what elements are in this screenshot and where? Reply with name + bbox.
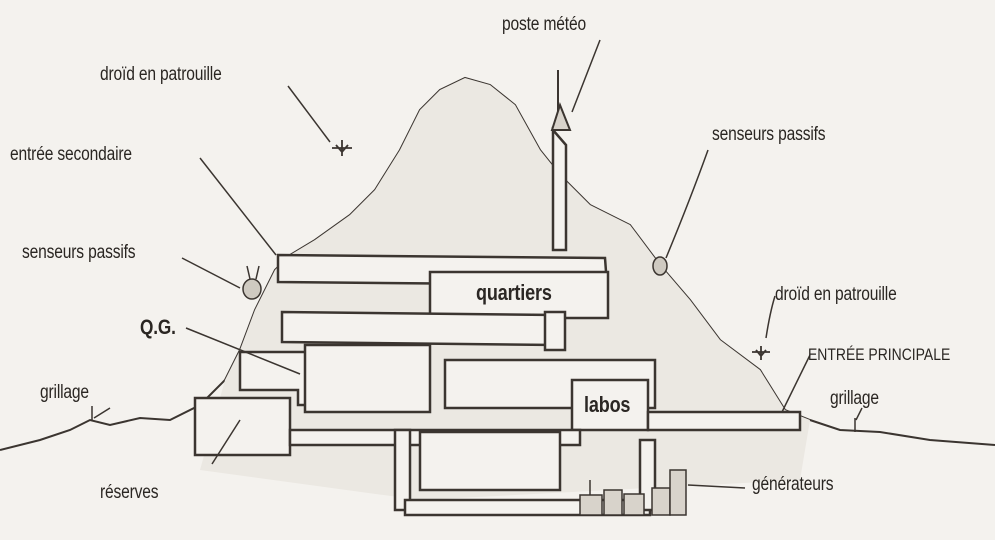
droid-right-icon bbox=[752, 346, 770, 360]
label-fence-left: grillage bbox=[40, 382, 89, 403]
droid-left-icon bbox=[332, 140, 352, 156]
leader-lines bbox=[93, 39, 863, 489]
sensor-left-icon bbox=[242, 265, 262, 300]
generators-icon bbox=[579, 469, 687, 516]
label-droid-right: droïd en patrouille bbox=[775, 284, 897, 305]
label-hq: Q.G. bbox=[140, 316, 176, 339]
label-sensors-left: senseurs passifs bbox=[22, 242, 136, 263]
sensor-right-icon bbox=[652, 256, 668, 276]
label-quarters: quartiers bbox=[476, 280, 552, 305]
label-fence-right: grillage bbox=[830, 388, 879, 409]
label-generators: générateurs bbox=[752, 474, 834, 495]
label-droid-left: droïd en patrouille bbox=[100, 64, 222, 85]
label-secondary-entrance: entrée secondaire bbox=[10, 144, 132, 165]
label-weather-post: poste météo bbox=[502, 14, 586, 35]
weather-post-icon bbox=[550, 70, 572, 131]
label-main-entrance: ENTRÉE PRINCIPALE bbox=[808, 345, 951, 364]
label-reserves: réserves bbox=[100, 482, 159, 503]
label-labs: labos bbox=[584, 392, 631, 417]
label-sensors-right: senseurs passifs bbox=[712, 124, 826, 145]
